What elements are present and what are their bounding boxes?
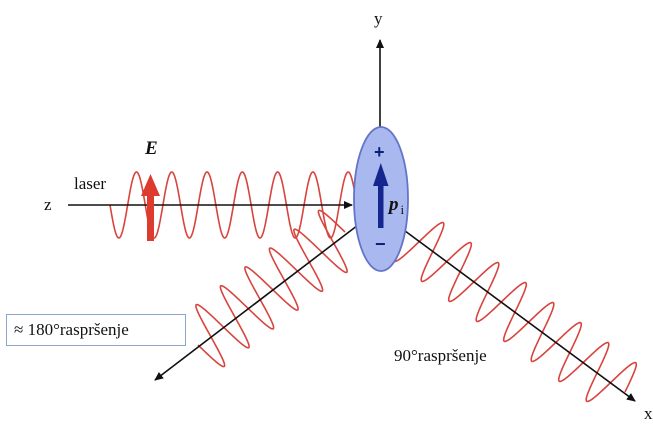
electric-field-label: E — [144, 138, 158, 159]
backscatter-callout: ≈ 180°raspršenje — [6, 314, 186, 346]
minus-sign: − — [375, 234, 386, 254]
backscatter-axis-line — [154, 221, 363, 381]
y-axis-label: y — [374, 9, 383, 28]
plus-sign: + — [374, 142, 385, 162]
electric-field-arrow — [141, 174, 160, 241]
dipole-subscript: i — [401, 202, 405, 217]
z-axis-label: z — [44, 195, 52, 214]
side-scatter-label: 90°raspršenje — [394, 346, 487, 365]
laser-label: laser — [74, 174, 106, 193]
dipole-moment-arrow — [373, 163, 389, 228]
backscatter-label: ≈ 180°raspršenje — [14, 320, 129, 339]
backscatter-wave — [195, 209, 348, 368]
x-axis-label: x — [644, 404, 653, 421]
x-axis-line — [396, 224, 636, 402]
